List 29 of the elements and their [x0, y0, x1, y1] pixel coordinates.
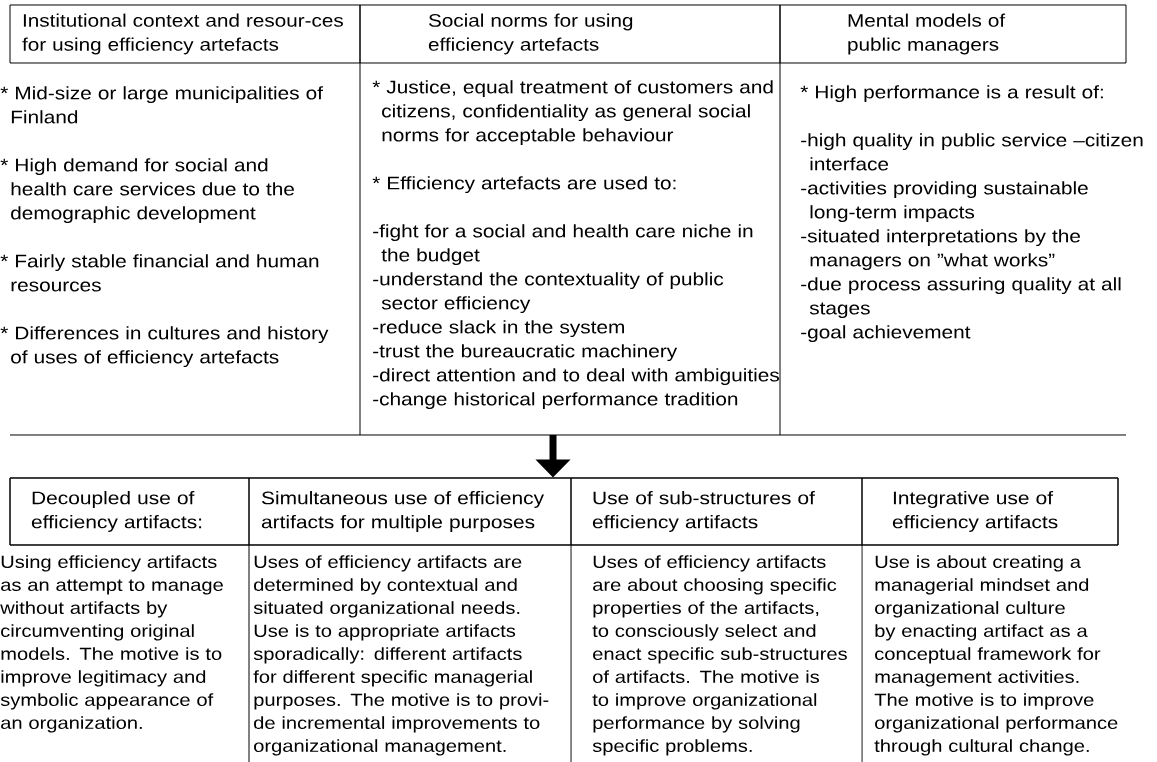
body-text: * Mid-size or large municipalities of Finland — [0, 86, 323, 124]
body-text: * High demand for social and health care services due to the demographic development — [0, 158, 294, 224]
body-text: -understand the contextuality of public sector efficiency — [373, 272, 724, 314]
body-text: -trust the bureaucratic machinery — [373, 344, 678, 362]
body-text: -goal achievement — [801, 325, 971, 343]
body-text: -situated interpretations by the managers on ”what works” — [801, 229, 1080, 271]
body-text: -due process assuring quality at all stages — [801, 277, 1121, 319]
body-text: Using efficiency artifacts as an attempt to manage without artifacts by circumventing original models. The motive is to improve legitimacy and symbolic appearance of an organization. — [0, 555, 223, 733]
body-text: * High performance is a result of: — [800, 85, 1103, 103]
body-text: * Fairly stable financial and human resources — [0, 254, 319, 292]
heading-cell: Decoupled use of efficiency artifacts: — [9, 477, 250, 546]
heading-cell: Social norms for using efficiency artefacts — [359, 4, 781, 64]
heading-cell: Use of sub-structures of efficiency artifacts — [570, 477, 863, 546]
body-text: -direct attention and to deal with ambiguities — [373, 368, 779, 386]
heading-cell: Integrative use of efficiency artifacts — [861, 477, 1119, 546]
body-text: * Efficiency artefacts are used to: — [372, 176, 676, 194]
body-text: -change historical performance tradition — [373, 392, 738, 410]
body-text: -reduce slack in the system — [373, 320, 624, 338]
heading-cell: Simultaneous use of efficiency artifacts for multiple purposes — [248, 477, 572, 546]
body-text: Uses of efficiency artifacts are determined by contextual and situated organizational needs. Use is to appropriate artifacts sporadically: different artifacts for different specific managerial purposes. The motive is to provi-de incremental improvements to organizational management. — [253, 555, 549, 756]
heading-cell: Mental models of public managers — [779, 4, 1127, 64]
body-text: Uses of efficiency artifacts are about choosing specific properties of the artifacts, to consciously select and enact specific sub-structures of artifacts. The motive is to improve organizational performance by solving specific problems. — [592, 555, 847, 756]
body-text: -fight for a social and health care niche in the budget — [373, 224, 753, 266]
body-text: * Differences in cultures and history of uses of efficiency artefacts — [0, 326, 329, 368]
body-text: -activities providing sustainable long-term impacts — [801, 181, 1088, 223]
body-text: * Justice, equal treatment of customers and citizens, confidentiality as general social norms for acceptable behaviour — [372, 80, 773, 146]
body-text: Use is about creating a managerial mindset and organizational culture by enacting artifact as a conceptual framework for management activities. The motive is to improve organizational performance through cultural change. — [874, 555, 1118, 756]
body-text: -high quality in public service –citizen interface — [801, 133, 1143, 171]
heading-cell: Institutional context and resour-ces for using efficiency artefacts — [9, 4, 361, 64]
